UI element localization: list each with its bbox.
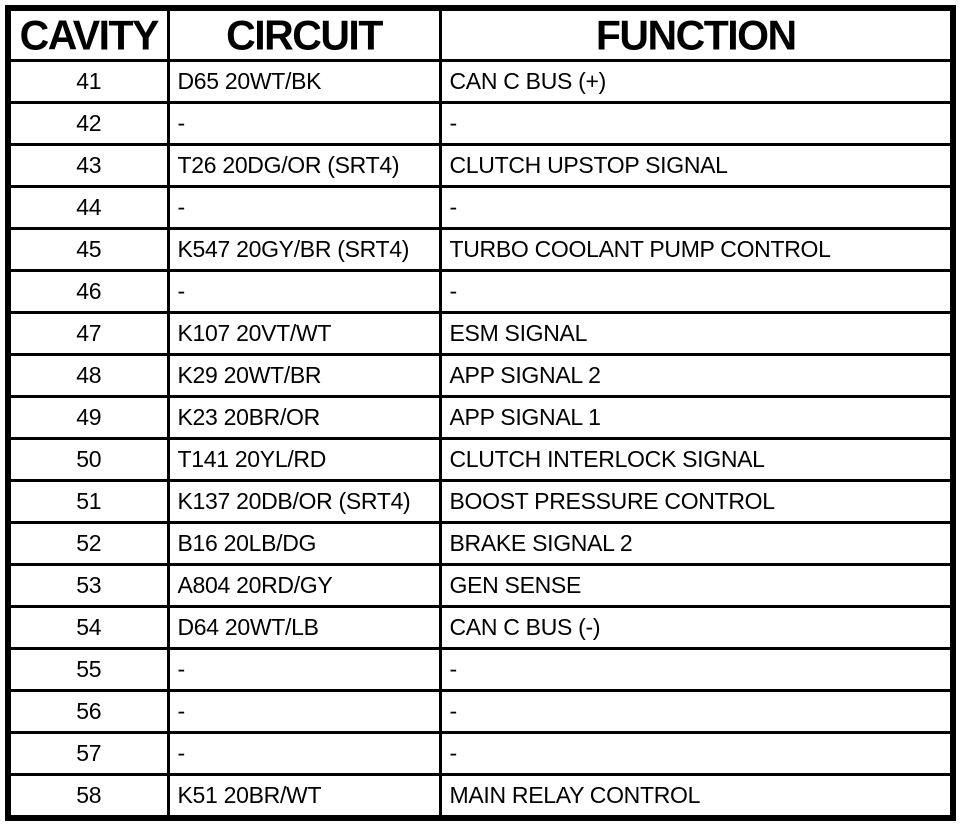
circuit-cell: - (166, 101, 442, 146)
function-cell: GEN SENSE (438, 563, 955, 608)
table-row: 46-- (6, 269, 955, 314)
circuit-cell: - (166, 269, 442, 314)
column-header-cavity: CAVITY (6, 5, 170, 63)
function-cell: CLUTCH INTERLOCK SIGNAL (438, 437, 955, 482)
circuit-cell: K137 20DB/OR (SRT4) (166, 479, 442, 524)
cavity-cell: 53 (6, 563, 170, 608)
circuit-cell: - (166, 647, 442, 692)
cavity-cell: 52 (6, 521, 170, 566)
circuit-cell: K107 20VT/WT (166, 311, 442, 356)
circuit-cell: - (166, 185, 442, 230)
circuit-cell: K51 20BR/WT (166, 773, 442, 820)
function-cell: MAIN RELAY CONTROL (438, 773, 955, 820)
table-header: CAVITY CIRCUIT FUNCTION (6, 5, 955, 63)
cavity-cell: 42 (6, 101, 170, 146)
function-cell: APP SIGNAL 1 (438, 395, 955, 440)
header-row: CAVITY CIRCUIT FUNCTION (6, 5, 955, 63)
table-row: 57-- (6, 731, 955, 776)
function-cell: - (438, 689, 955, 734)
cavity-cell: 49 (6, 395, 170, 440)
function-cell: - (438, 647, 955, 692)
cavity-cell: 57 (6, 731, 170, 776)
cavity-cell: 47 (6, 311, 170, 356)
column-header-function: FUNCTION (438, 5, 955, 63)
table-row: 56-- (6, 689, 955, 734)
function-cell: BRAKE SIGNAL 2 (438, 521, 955, 566)
circuit-cell: D64 20WT/LB (166, 605, 442, 650)
cavity-cell: 51 (6, 479, 170, 524)
cavity-cell: 56 (6, 689, 170, 734)
circuit-cell: D65 20WT/BK (166, 59, 442, 104)
circuit-cell: K29 20WT/BR (166, 353, 442, 398)
function-cell: ESM SIGNAL (438, 311, 955, 356)
table-row: 42-- (6, 101, 955, 146)
cavity-cell: 44 (6, 185, 170, 230)
function-cell: CLUTCH UPSTOP SIGNAL (438, 143, 955, 188)
function-cell: - (438, 269, 955, 314)
cavity-cell: 41 (6, 59, 170, 104)
function-cell: APP SIGNAL 2 (438, 353, 955, 398)
cavity-cell: 55 (6, 647, 170, 692)
circuit-cell: B16 20LB/DG (166, 521, 442, 566)
column-header-circuit: CIRCUIT (166, 5, 442, 63)
cavity-cell: 58 (6, 773, 170, 820)
cavity-cell: 50 (6, 437, 170, 482)
circuit-cell: - (166, 731, 442, 776)
function-cell: - (438, 731, 955, 776)
circuit-cell: K547 20GY/BR (SRT4) (166, 227, 442, 272)
circuit-cell: A804 20RD/GY (166, 563, 442, 608)
cavity-cell: 48 (6, 353, 170, 398)
cavity-cell: 43 (6, 143, 170, 188)
function-cell: TURBO COOLANT PUMP CONTROL (438, 227, 955, 272)
circuit-cell: - (166, 689, 442, 734)
circuit-cell: K23 20BR/OR (166, 395, 442, 440)
function-cell: - (438, 101, 955, 146)
function-cell: CAN C BUS (+) (438, 59, 955, 104)
table-row: 55-- (6, 647, 955, 692)
cavity-cell: 46 (6, 269, 170, 314)
function-cell: BOOST PRESSURE CONTROL (438, 479, 955, 524)
circuit-cell: T26 20DG/OR (SRT4) (166, 143, 442, 188)
table-row: 44-- (6, 185, 955, 230)
cavity-cell: 54 (6, 605, 170, 650)
function-cell: - (438, 185, 955, 230)
cavity-cell: 45 (6, 227, 170, 272)
function-cell: CAN C BUS (-) (438, 605, 955, 650)
circuit-cell: T141 20YL/RD (166, 437, 442, 482)
